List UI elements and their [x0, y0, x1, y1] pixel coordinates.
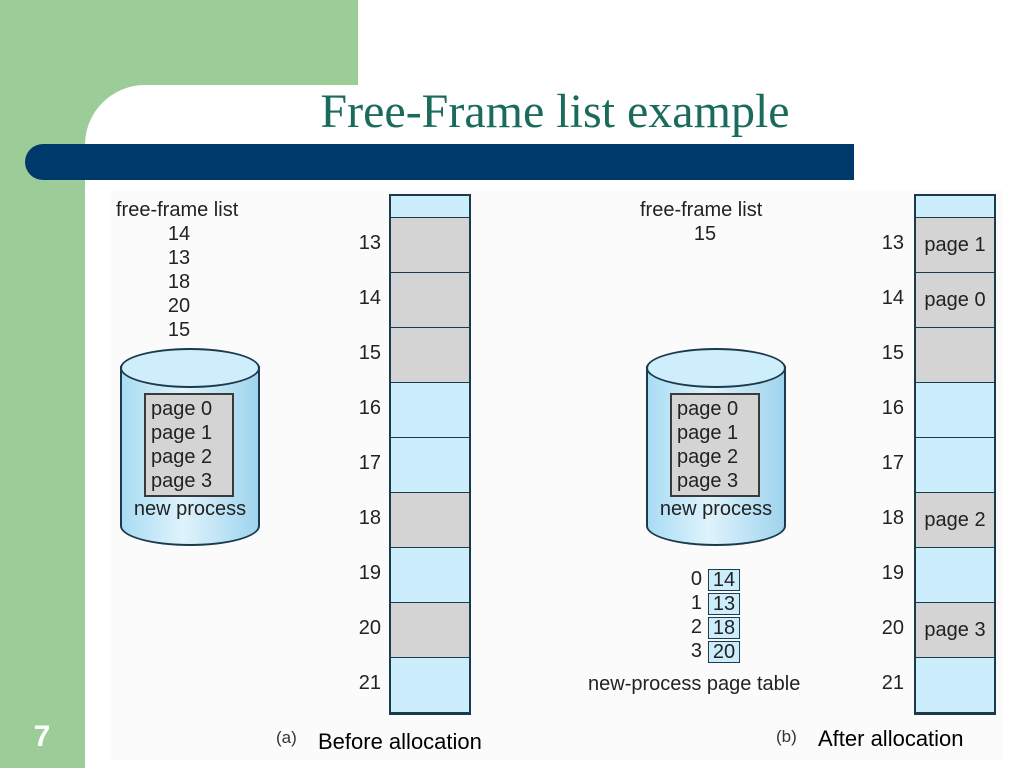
memory-frame: [391, 548, 469, 603]
frame-number: 14: [881, 286, 904, 309]
page-table-frame: 14: [708, 569, 740, 591]
frame-number: 18: [881, 506, 904, 529]
new-process-label-before: new process: [133, 498, 247, 520]
title-underline-bar: [25, 144, 854, 180]
page-label: page 1: [677, 422, 739, 444]
frame-number: 13: [358, 231, 381, 254]
memory-frame: [391, 328, 469, 383]
frame-number: 16: [881, 396, 904, 419]
free-frame-number: 15: [167, 319, 191, 341]
disk-cylinder-after: page 0 page 1 page 2 page 3 new process: [646, 348, 786, 546]
memory-frame: [391, 383, 469, 438]
process-pages-before: page 0 page 1 page 2 page 3: [144, 393, 234, 497]
memory-frame: [391, 658, 469, 713]
memory-frame: [916, 383, 994, 438]
new-process-label-after: new process: [659, 498, 773, 520]
frame-number: 20: [358, 616, 381, 639]
page-table-index: 2: [690, 616, 702, 638]
memory-frame: [391, 438, 469, 493]
slide-title: Free-Frame list example: [320, 85, 790, 138]
free-frame-number: 20: [167, 295, 191, 317]
frame-number: 21: [881, 671, 904, 694]
frame-number: 15: [358, 341, 381, 364]
page-label: page 0: [151, 398, 213, 420]
frame-number: 13: [881, 231, 904, 254]
page-label: page 3: [677, 470, 739, 492]
frame-number: 14: [358, 286, 381, 309]
caption-letter-b: (b): [776, 727, 797, 746]
memory-frame: page 1: [916, 218, 994, 273]
disk-cylinder-before: page 0 page 1 page 2 page 3 new process: [120, 348, 260, 546]
memory-frame: [916, 658, 994, 713]
memory-frame: page 2: [916, 493, 994, 548]
memory-frame: [391, 603, 469, 658]
page-table-frame: 13: [708, 593, 740, 615]
memory-frame: [916, 438, 994, 493]
frame-number: 21: [358, 671, 381, 694]
process-pages-after: page 0 page 1 page 2 page 3: [670, 393, 760, 497]
free-frame-list-title-after: free-frame list: [640, 199, 763, 221]
caption-after: After allocation: [818, 726, 964, 751]
memory-frame: [916, 196, 994, 218]
page-label: page 3: [151, 470, 213, 492]
background-green-strip: [0, 0, 85, 768]
memory-frame: [391, 218, 469, 273]
page-table-index: 0: [690, 568, 702, 590]
caption-before: Before allocation: [318, 729, 482, 754]
free-frame-number: 14: [167, 223, 191, 245]
memory-frame: [916, 548, 994, 603]
frame-number: 16: [358, 396, 381, 419]
memory-frame: page 0: [916, 273, 994, 328]
free-frame-list-title-before: free-frame list: [116, 199, 239, 221]
frame-number: 20: [881, 616, 904, 639]
page-table-label: new-process page table: [588, 673, 801, 695]
memory-frame: page 3: [916, 603, 994, 658]
page-table-index: 3: [690, 640, 702, 662]
free-frame-number: 13: [167, 247, 191, 269]
page-table-index: 1: [690, 592, 702, 614]
memory-frame: [391, 273, 469, 328]
frame-number: 19: [881, 561, 904, 584]
frame-number: 18: [358, 506, 381, 529]
caption-letter-a: (a): [276, 728, 297, 747]
page-label: page 0: [677, 398, 739, 420]
free-frame-number: 15: [693, 223, 717, 245]
page-label: page 2: [151, 446, 213, 468]
frame-number: 17: [358, 451, 381, 474]
memory-frame: [391, 196, 469, 218]
page-label: page 1: [151, 422, 213, 444]
memory-column: [389, 194, 471, 715]
frame-number: 17: [881, 451, 904, 474]
page-table-frame: 18: [708, 617, 740, 639]
slide-number: 7: [33, 720, 51, 753]
memory-frame: [391, 493, 469, 548]
page-table-frame: 20: [708, 641, 740, 663]
page-label: page 2: [677, 446, 739, 468]
free-frame-number: 18: [167, 271, 191, 293]
frame-number: 19: [358, 561, 381, 584]
memory-frame: [916, 328, 994, 383]
frame-number: 15: [881, 341, 904, 364]
